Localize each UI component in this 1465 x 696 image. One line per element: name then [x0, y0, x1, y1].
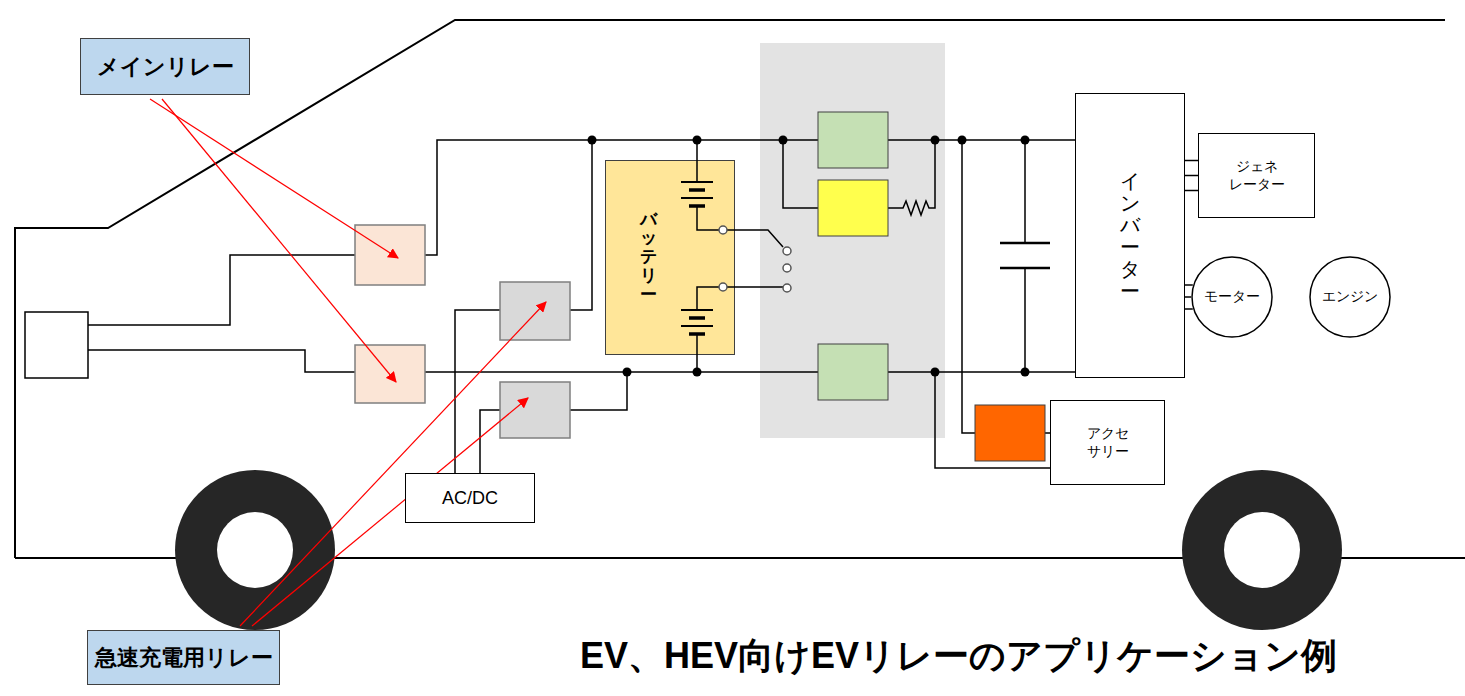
junction-dot: [1021, 136, 1030, 145]
battery-plate: [689, 190, 705, 334]
battery-cell-symbol: [605, 160, 735, 355]
node-label: インバーター: [1120, 170, 1140, 302]
wiring: [88, 140, 1075, 473]
callout-label: メインリレー: [80, 38, 250, 95]
connector-line: [1185, 296, 1191, 298]
plug-terminal: [719, 226, 727, 234]
system-main-relay: [818, 112, 888, 168]
junction-dot: [588, 136, 597, 145]
junction-dot: [623, 368, 632, 377]
relay-zone-shading: [760, 43, 945, 438]
node-label: エンジン: [1322, 288, 1378, 306]
diagram-title: EV、HEV向けEVリレーのアプリケーション例: [580, 632, 1337, 681]
connector-line: [1185, 175, 1198, 177]
node-label: モーター: [1204, 288, 1260, 306]
charging-port: [25, 312, 88, 378]
connector-line: [1185, 160, 1198, 162]
junction-dot: [779, 136, 788, 145]
junction-dot: [693, 136, 702, 145]
quick-charge-relay: [500, 382, 570, 438]
junction-dot: [693, 368, 702, 377]
motor-circle: モーター: [1191, 256, 1273, 338]
battery-box: バッテリー: [605, 160, 735, 355]
wheel-hub: [217, 512, 293, 588]
wheel: [1182, 470, 1342, 630]
junction-dot: [1021, 368, 1030, 377]
circle-shape: [1310, 257, 1390, 337]
junction-dot: [931, 368, 940, 377]
node-label: アクセ サリー: [1077, 425, 1139, 460]
precharge-relay: [818, 180, 888, 236]
capacitor-symbol: [1000, 243, 1050, 268]
node-label: バッテリー: [640, 211, 657, 304]
system-main-relay: [818, 344, 888, 400]
leader-line: [162, 99, 396, 382]
switch-contact: [783, 284, 791, 292]
battery-plate: [681, 182, 713, 326]
wheel-hub: [1224, 512, 1300, 588]
callout-label: 急速充電用リレー: [87, 630, 280, 685]
connector-line: [1185, 284, 1193, 286]
node-label: 急速充電用リレー: [95, 643, 273, 673]
generator-box: ジェネ レーター: [1198, 133, 1315, 218]
connector-line: [1185, 308, 1193, 310]
node-label: メインリレー: [97, 52, 234, 82]
switch-contact: [783, 264, 791, 272]
node-label: AC/DC: [442, 488, 498, 509]
quick-charge-relay: [500, 282, 570, 340]
junction-dot: [931, 136, 940, 145]
node-label: ジェネ レーター: [1221, 158, 1293, 193]
engine-circle: エンジン: [1309, 256, 1391, 338]
circle-shape: [1192, 257, 1272, 337]
main-relay: [355, 225, 425, 285]
converter-box: AC/DC: [405, 473, 535, 523]
junction-dot: [958, 136, 967, 145]
switch-contact: [783, 247, 791, 255]
inverter-box: インバーター: [1075, 93, 1185, 378]
connector-line: [1185, 190, 1198, 192]
accessory-relay: [975, 405, 1045, 461]
leader-line: [240, 302, 546, 626]
plug-terminal: [719, 283, 727, 291]
battery-wire: [697, 160, 735, 355]
resistor-symbol: [888, 140, 935, 215]
accessory-box: アクセ サリー: [1050, 400, 1165, 485]
